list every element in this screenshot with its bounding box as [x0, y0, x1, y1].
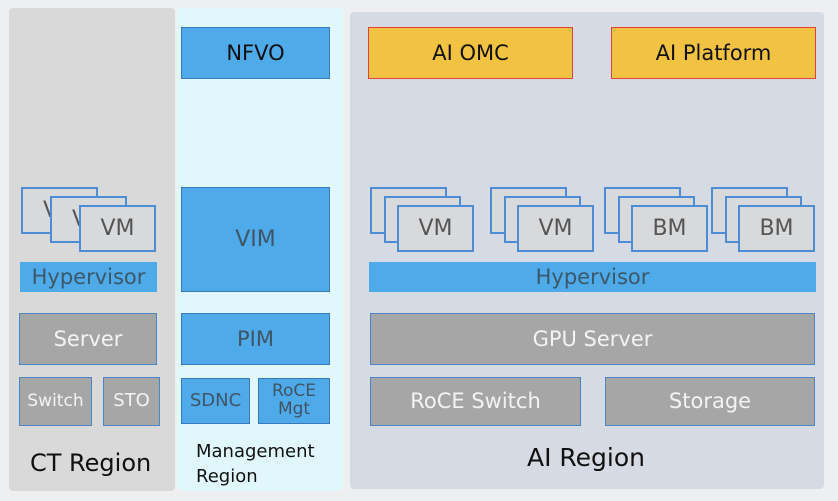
- management-region-title-line1: Management: [196, 441, 315, 462]
- ai-vm2-label: VM: [538, 215, 573, 241]
- ai-storage-box: Storage: [605, 377, 815, 426]
- pim-box: PIM: [181, 313, 330, 365]
- ct-storage-label: STO: [113, 390, 150, 412]
- ct-switch: Switch: [19, 377, 92, 426]
- ct-server: Server: [19, 313, 157, 365]
- nfvo-box: NFVO: [181, 27, 330, 79]
- ct-hypervisor-label: Hypervisor: [31, 264, 146, 289]
- ct-region-title: CT Region: [30, 449, 152, 477]
- sdnc-box: SDNC: [181, 378, 250, 424]
- sdnc-label: SDNC: [189, 389, 242, 411]
- ai-storage-label: Storage: [668, 389, 752, 414]
- gpu-server-label: GPU Server: [532, 326, 653, 351]
- ai-omc-box: AI OMC: [368, 27, 573, 79]
- nfvo-label: NFVO: [226, 40, 285, 65]
- gpu-server-box: GPU Server: [370, 313, 815, 365]
- ai-hypervisor-label: Hypervisor: [535, 264, 650, 289]
- ai-bm2-label: BM: [759, 215, 794, 241]
- vim-box: VIM: [181, 187, 330, 292]
- roce-switch-label: RoCE Switch: [410, 389, 541, 414]
- management-region-title-line2: Region: [196, 466, 258, 487]
- ct-switch-label: Switch: [27, 390, 84, 411]
- ai-vm1-label: VM: [418, 215, 453, 241]
- ct-storage: STO: [103, 377, 160, 426]
- ai-platform-box: AI Platform: [611, 27, 816, 79]
- ai-bm2-front: BM: [738, 205, 815, 252]
- pim-label: PIM: [237, 326, 274, 351]
- roce-mgt-label-line2: Mgt: [277, 399, 311, 419]
- roce-switch-box: RoCE Switch: [370, 377, 581, 426]
- ai-omc-label: AI OMC: [432, 40, 509, 65]
- ai-vm2-front: VM: [517, 205, 594, 252]
- ct-hypervisor: Hypervisor: [20, 262, 157, 292]
- roce-mgt-box: RoCE Mgt: [258, 378, 330, 424]
- roce-mgt-label-line1: RoCE: [271, 381, 317, 402]
- ai-bm1-front: BM: [631, 205, 708, 252]
- ct-vm-front-label: VM: [100, 215, 135, 241]
- ai-bm1-label: BM: [652, 215, 687, 241]
- ai-region-title: AI Region: [527, 443, 646, 472]
- ct-server-label: Server: [53, 326, 123, 351]
- ai-hypervisor: Hypervisor: [369, 262, 816, 292]
- management-region-title: Management Region: [196, 439, 315, 489]
- ct-vm-front: VM: [79, 205, 156, 252]
- ai-platform-label: AI Platform: [655, 40, 772, 65]
- ai-vm1-front: VM: [397, 205, 474, 252]
- vim-label: VIM: [235, 226, 276, 252]
